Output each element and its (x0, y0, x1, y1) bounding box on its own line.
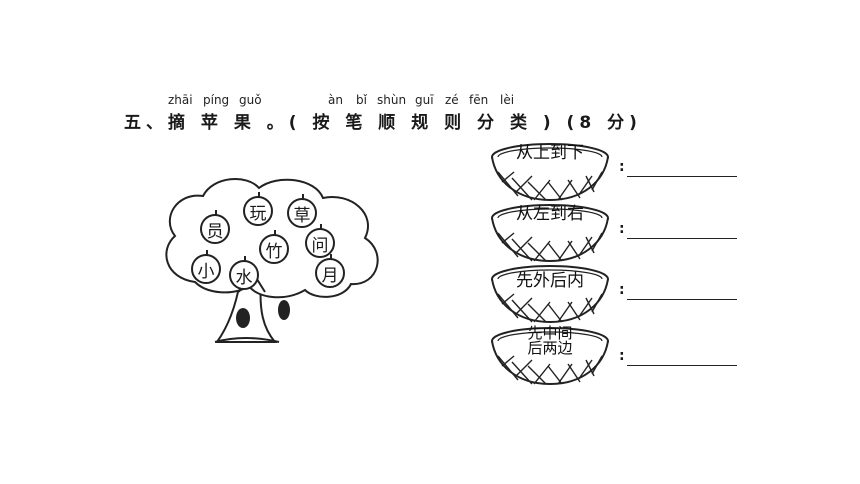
answer-line (627, 299, 737, 300)
answer-blank-2[interactable]: : (619, 221, 737, 239)
answer-line (627, 238, 737, 239)
pinyin-row: zhāi píng guǒ àn bǐ shùn guī zé fēn lèi (124, 93, 684, 109)
apple-竹[interactable]: 竹 (259, 230, 289, 264)
apple-玩[interactable]: 玩 (243, 192, 273, 226)
apple-问[interactable]: 问 (305, 224, 335, 258)
basket-label: 先外后内 (516, 271, 584, 291)
basket-label: 从上到下 (516, 143, 584, 163)
answer-blank-3[interactable]: : (619, 282, 737, 300)
basket-from-top-to-bottom[interactable]: 从上到下 (488, 142, 612, 204)
pinyin-syllable: zhāi (168, 93, 193, 107)
apple-草[interactable]: 草 (287, 194, 317, 228)
pinyin-syllable: píng (203, 93, 230, 107)
pinyin-syllable: fēn (469, 93, 489, 107)
pinyin-syllable: guī (415, 93, 434, 107)
apple-小[interactable]: 小 (191, 250, 221, 284)
pinyin-syllable: guǒ (239, 93, 262, 107)
basket-label: 从左到右 (516, 204, 584, 224)
answer-colon: : (619, 282, 625, 298)
basket-label-line1: 先中间 (527, 324, 573, 342)
basket-icon (491, 143, 609, 202)
basket-from-left-to-right[interactable]: 从左到右 (488, 203, 612, 265)
basket-icon (491, 265, 609, 324)
apple-员[interactable]: 员 (200, 210, 230, 244)
basket-icon (491, 204, 609, 263)
answer-blank-1[interactable]: : (619, 159, 737, 177)
basket-label: 先中间 后两边 (488, 326, 612, 356)
answer-line (627, 365, 737, 366)
question-title: 五、摘 苹 果 。( 按 笔 顺 规 则 分 类 ) (8 分) (124, 113, 642, 133)
apple-月[interactable]: 月 (315, 254, 345, 288)
answer-blank-4[interactable]: : (619, 348, 737, 366)
pinyin-syllable: lèi (500, 93, 515, 107)
pinyin-syllable: àn (328, 93, 343, 107)
pinyin-syllable: zé (445, 93, 459, 107)
basket-label-line2: 后两边 (527, 339, 573, 357)
answer-colon: : (619, 348, 625, 364)
basket-outside-then-inside[interactable]: 先外后内 (488, 264, 612, 326)
answer-colon: : (619, 221, 625, 237)
apple-tree: 员 玩 草 竹 问 小 水 月 (155, 170, 405, 350)
apple-水[interactable]: 水 (229, 256, 259, 290)
basket-middle-then-sides[interactable]: 先中间 后两边 (488, 326, 612, 388)
basket-icon (491, 327, 609, 386)
pinyin-syllable: shùn (377, 93, 407, 107)
pinyin-syllable: bǐ (356, 93, 367, 107)
answer-line (627, 176, 737, 177)
answer-colon: : (619, 159, 625, 175)
